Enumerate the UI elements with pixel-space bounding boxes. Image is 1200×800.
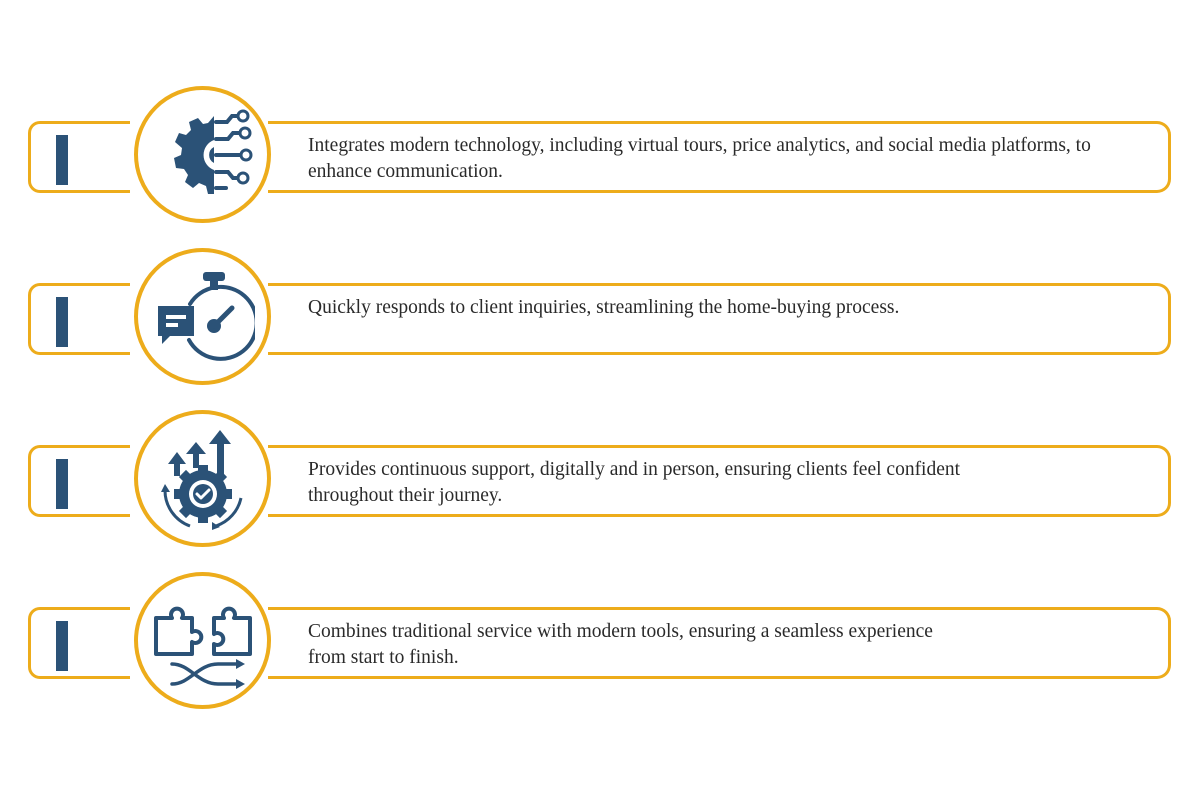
feature-row-3: Provides continuous support, digitally a… [0, 410, 1200, 552]
gear-circuit-icon [174, 109, 253, 194]
accent-bar [56, 459, 68, 509]
icon-circle [134, 248, 271, 385]
puzzle-merge-icon [154, 606, 252, 689]
gear-growth-icon [161, 430, 243, 530]
text-panel: Integrates modern technology, including … [268, 121, 1171, 193]
text-panel: Quickly responds to client inquiries, st… [268, 283, 1171, 355]
left-tab [28, 445, 130, 517]
left-tab [28, 121, 130, 193]
text-panel: Combines traditional service with modern… [268, 607, 1171, 679]
left-tab [28, 607, 130, 679]
feature-text: Combines traditional service with modern… [308, 621, 933, 668]
left-tab [28, 283, 130, 355]
text-panel: Provides continuous support, digitally a… [268, 445, 1171, 517]
feature-text: Quickly responds to client inquiries, st… [308, 297, 900, 318]
feature-row-4: Combines traditional service with modern… [0, 572, 1200, 714]
icon-circle [134, 410, 271, 547]
accent-bar [56, 135, 68, 185]
feature-row-1: Integrates modern technology, including … [0, 86, 1200, 228]
icon-circle [134, 86, 271, 223]
accent-bar [56, 621, 68, 671]
feature-text: Integrates modern technology, including … [308, 135, 1091, 182]
feature-row-2: Quickly responds to client inquiries, st… [0, 248, 1200, 390]
stopwatch-chat-icon [158, 272, 255, 361]
icon-circle [134, 572, 271, 709]
feature-text: Provides continuous support, digitally a… [308, 459, 961, 506]
accent-bar [56, 297, 68, 347]
